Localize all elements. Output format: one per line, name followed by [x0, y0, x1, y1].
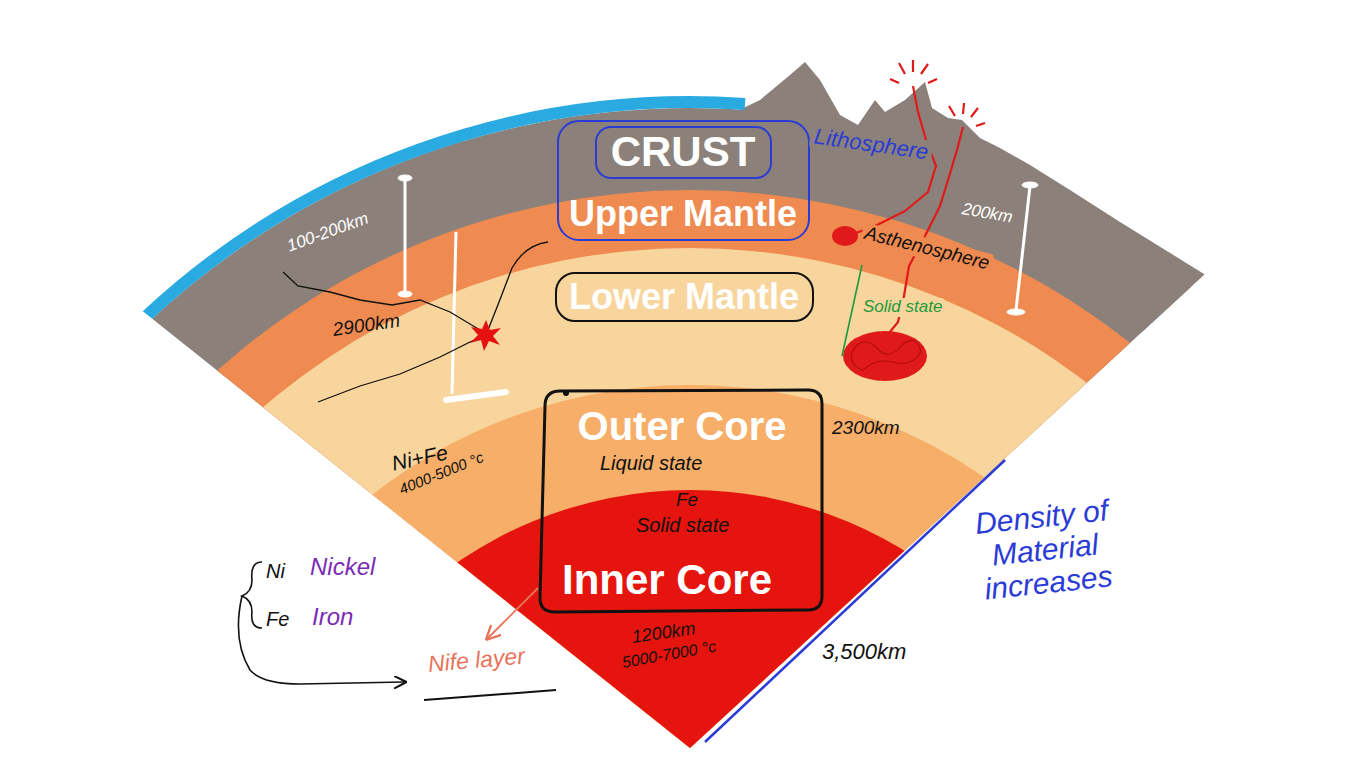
- thickness-label: 2300km: [832, 418, 900, 439]
- layer-name-note: Nife layer: [427, 644, 526, 678]
- layer-name: Upper Mantle: [569, 194, 797, 234]
- boundary-marker: [842, 265, 862, 356]
- seismic-waves: [283, 242, 548, 402]
- depth-label: 200km: [960, 200, 1014, 227]
- measure-end: [398, 291, 412, 297]
- depth-label: 2900km: [332, 311, 402, 341]
- layer-name: Outer Core: [578, 404, 787, 448]
- measure-end: [446, 392, 506, 400]
- core-outline: [540, 390, 822, 612]
- magma-chamber: [843, 331, 927, 381]
- earth-wedge: [0, 62, 1362, 770]
- magma-paths: [845, 60, 985, 338]
- measure-marks: [398, 175, 1038, 400]
- measure-line: [404, 180, 407, 292]
- magma-scribble: [851, 340, 921, 370]
- wave-line: [488, 242, 548, 330]
- thickness-label: 3,500km: [822, 640, 906, 664]
- lower-mantle-layer: Lower Mantle: [555, 272, 814, 322]
- crust-layer: CRUST: [595, 126, 772, 179]
- element-symbol: Fe: [266, 608, 289, 630]
- upper-mantle-band: [0, 190, 1362, 770]
- crust-band: [0, 108, 1362, 770]
- lower-mantle-band: [38, 248, 1342, 770]
- magma-chamber: [832, 226, 858, 246]
- measure-end: [1022, 182, 1038, 188]
- layer-name: Lower Mantle: [569, 277, 799, 317]
- layer-name: Inner Core: [562, 557, 772, 603]
- element-name: Iron: [312, 604, 353, 630]
- wave-line: [318, 336, 484, 402]
- lithosphere-outline: CRUSTUpper MantleLithosphere: [557, 120, 810, 242]
- underline: [424, 690, 556, 700]
- bracket-arrow: [238, 596, 404, 684]
- nife-arrow: [488, 588, 538, 638]
- measure-line: [1016, 186, 1030, 310]
- outer-core-layer: Outer Core: [572, 403, 793, 449]
- measure-end: [398, 175, 412, 181]
- layer-name: CRUST: [611, 129, 756, 175]
- composition-note: Fe: [676, 490, 698, 511]
- state-note: Liquid state: [600, 452, 702, 474]
- earthquake-focus: [470, 320, 501, 351]
- state-note: Solid state: [636, 514, 729, 536]
- state-note: Solid state: [860, 298, 945, 317]
- element-symbol: Ni: [266, 560, 285, 582]
- element-name: Nickel: [310, 554, 375, 580]
- inner-core-layer: Inner Core: [556, 556, 779, 605]
- outer-core-band: [175, 385, 1205, 770]
- group-heading: Lithosphere: [808, 124, 933, 165]
- layer-note: Asthenosphere: [859, 222, 994, 275]
- depth-label: 100-200km: [285, 209, 371, 256]
- bracket: [242, 562, 262, 628]
- density-note: Density of Material increases: [940, 490, 1149, 609]
- outline-dot: [563, 390, 569, 396]
- measure-end: [1007, 309, 1025, 315]
- eruption-rays: [890, 60, 985, 126]
- upper-mantle-layer: Upper Mantle: [563, 193, 804, 235]
